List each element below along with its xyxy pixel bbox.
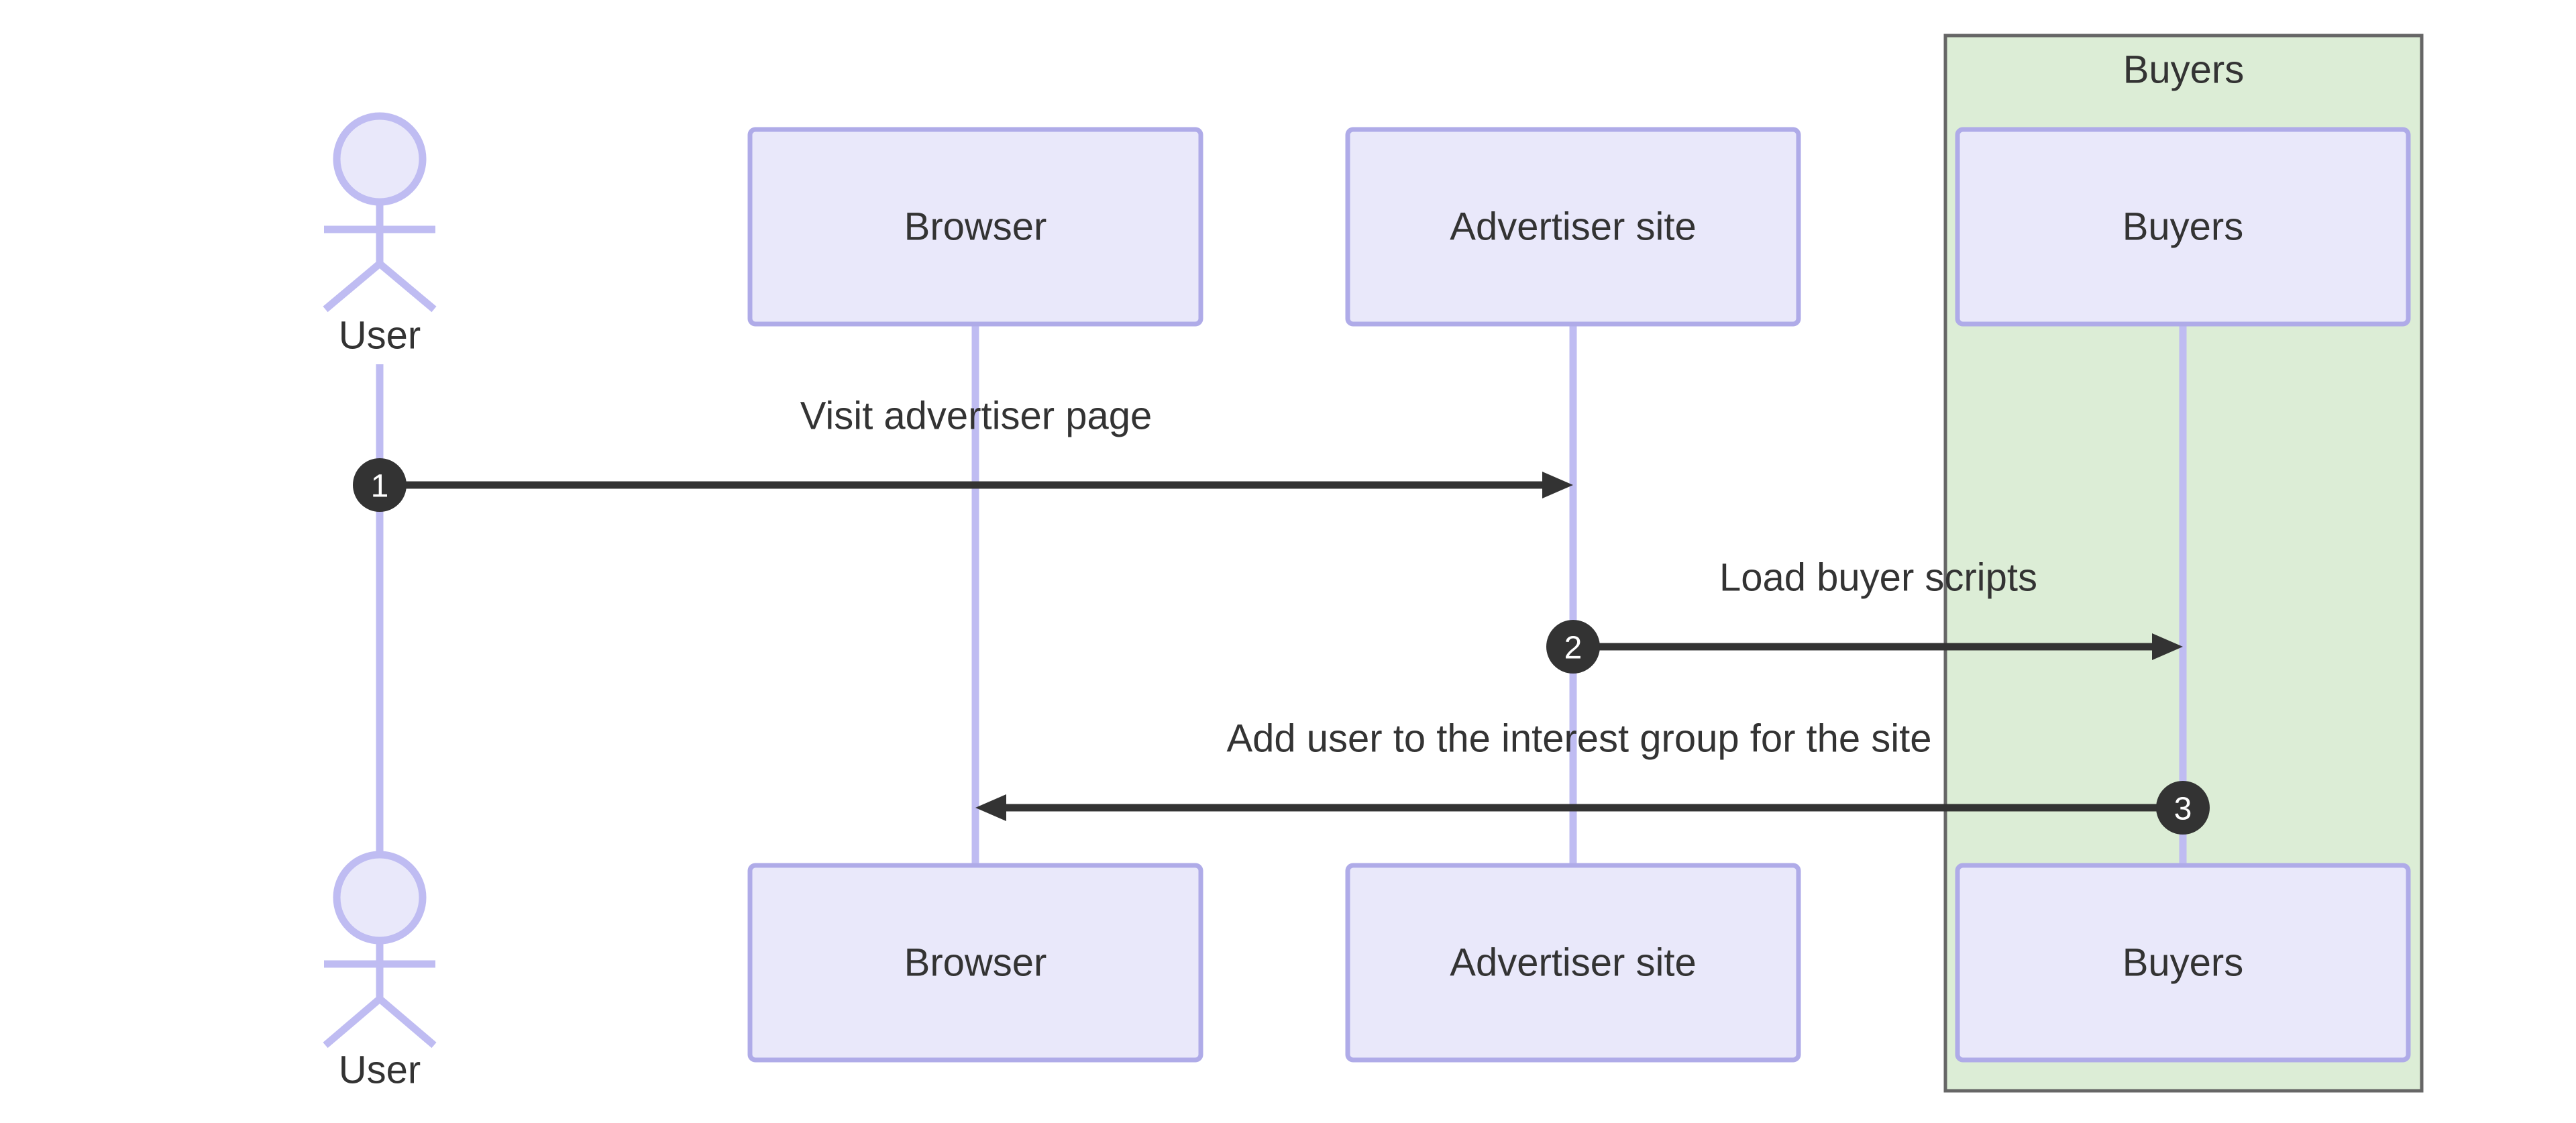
- message-1: Visit advertiser page 1: [353, 394, 1573, 512]
- message-2-seq-badge: [1546, 620, 1600, 674]
- message-2-arrowhead-icon: [2152, 633, 2183, 660]
- message-1-seq-number: 1: [371, 469, 389, 504]
- participant-browser-top: Browser: [747, 127, 1203, 327]
- participant-buyers-bottom-rect: [1955, 863, 2411, 1063]
- message-1-label: Visit advertiser page: [800, 394, 1152, 438]
- message-2-seq-number: 2: [1564, 631, 1582, 666]
- actor-user-top-label: User: [339, 314, 421, 358]
- participant-browser-bottom-rect: [747, 863, 1203, 1063]
- participant-buyers-top-label: Buyers: [2123, 205, 2244, 249]
- participant-browser-top-rect: [747, 127, 1203, 327]
- participant-browser-bottom-label: Browser: [904, 941, 1047, 985]
- user-actor-legs-icon: [323, 258, 437, 313]
- participant-buyers-top: Buyers: [1955, 127, 2411, 327]
- message-2: Load buyer scripts 2: [1546, 556, 2183, 674]
- message-1-arrowhead-icon: [1542, 472, 1573, 498]
- user-actor-head-icon: [333, 112, 427, 206]
- user-actor-legs-icon: [323, 994, 437, 1049]
- participant-browser-top-label: Browser: [904, 205, 1047, 249]
- participant-advertiser-site-bottom-rect: [1345, 863, 1801, 1063]
- message-3: Add user to the interest group for the s…: [975, 717, 2210, 835]
- participant-advertiser-site-top-label: Advertiser site: [1450, 205, 1696, 249]
- message-3-label: Add user to the interest group for the s…: [1226, 717, 1931, 761]
- message-3-seq-number: 3: [2174, 792, 2192, 827]
- actor-user-bottom: User: [323, 851, 437, 1092]
- message-1-seq-badge: [353, 458, 407, 512]
- user-actor-head-icon: [333, 851, 427, 945]
- actor-user-top: User: [323, 112, 437, 358]
- participant-advertiser-site-top: Advertiser site: [1345, 127, 1801, 327]
- participant-advertiser-site-top-rect: [1345, 127, 1801, 327]
- participant-advertiser-site-bottom-label: Advertiser site: [1450, 941, 1696, 985]
- participant-buyers-bottom: Buyers: [1955, 863, 2411, 1063]
- group-buyers-label: Buyers: [2123, 48, 2245, 92]
- message-2-label: Load buyer scripts: [1719, 556, 2037, 600]
- participant-browser-bottom: Browser: [747, 863, 1203, 1063]
- participant-buyers-bottom-label: Buyers: [2123, 941, 2244, 985]
- message-3-seq-badge: [2156, 781, 2210, 835]
- participant-advertiser-site-bottom: Advertiser site: [1345, 863, 1801, 1063]
- actor-user-bottom-label: User: [339, 1049, 421, 1092]
- participant-buyers-top-rect: [1955, 127, 2411, 327]
- message-3-arrowhead-icon: [975, 794, 1006, 821]
